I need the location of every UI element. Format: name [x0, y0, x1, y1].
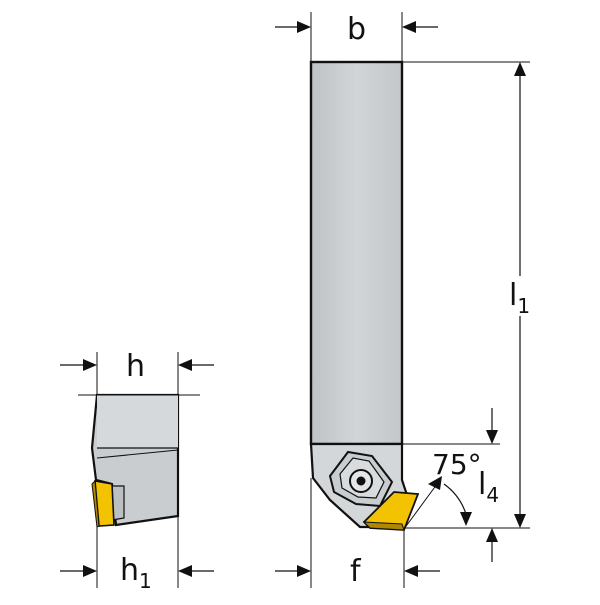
top-view	[309, 60, 420, 531]
angle-arc	[443, 483, 467, 515]
label-angle: 75°	[432, 448, 482, 481]
dimension-h: h	[60, 349, 214, 395]
h1-arrow-left-head	[83, 565, 97, 577]
label-l1: l1	[509, 278, 530, 318]
f-arrow-left-head	[297, 565, 311, 577]
dimension-angle: 75°	[403, 448, 482, 530]
dimension-l4: l4	[402, 408, 500, 562]
h-arrow-left-head	[83, 359, 97, 371]
dimension-f: f	[275, 478, 440, 589]
h-arrow-right-head	[178, 359, 192, 371]
h1-arrow-right-head	[178, 565, 192, 577]
angle-arc-arrow-end	[460, 512, 472, 526]
f-arrow-right-head	[404, 565, 418, 577]
dimension-b: b	[275, 12, 438, 62]
label-h: h	[126, 349, 145, 384]
dimension-h1: h1	[60, 516, 214, 593]
dimension-l1: l1	[402, 61, 535, 529]
front-view-top-face	[97, 395, 178, 448]
shank-body	[309, 60, 404, 446]
b-arrow-right-head	[402, 21, 416, 33]
front-view-edge-2	[96, 449, 179, 459]
b-arrow-left-head	[297, 21, 311, 33]
l4-arrow-bottom-head	[486, 528, 498, 542]
front-view	[78, 393, 200, 528]
label-h1: h1	[120, 553, 152, 593]
front-view-insert-side	[91, 479, 100, 528]
label-l4: l4	[478, 467, 499, 507]
clamp-screw-socket	[356, 476, 366, 486]
angle-leg-edge	[403, 479, 441, 530]
angle-arc-arrow-start	[428, 476, 442, 490]
l1-arrow-top	[514, 62, 526, 76]
label-b: b	[347, 12, 366, 47]
l1-arrow-bottom	[514, 514, 526, 528]
l1-label-bg	[505, 276, 535, 316]
label-f: f	[350, 554, 362, 589]
l4-arrow-top-head	[486, 430, 498, 444]
